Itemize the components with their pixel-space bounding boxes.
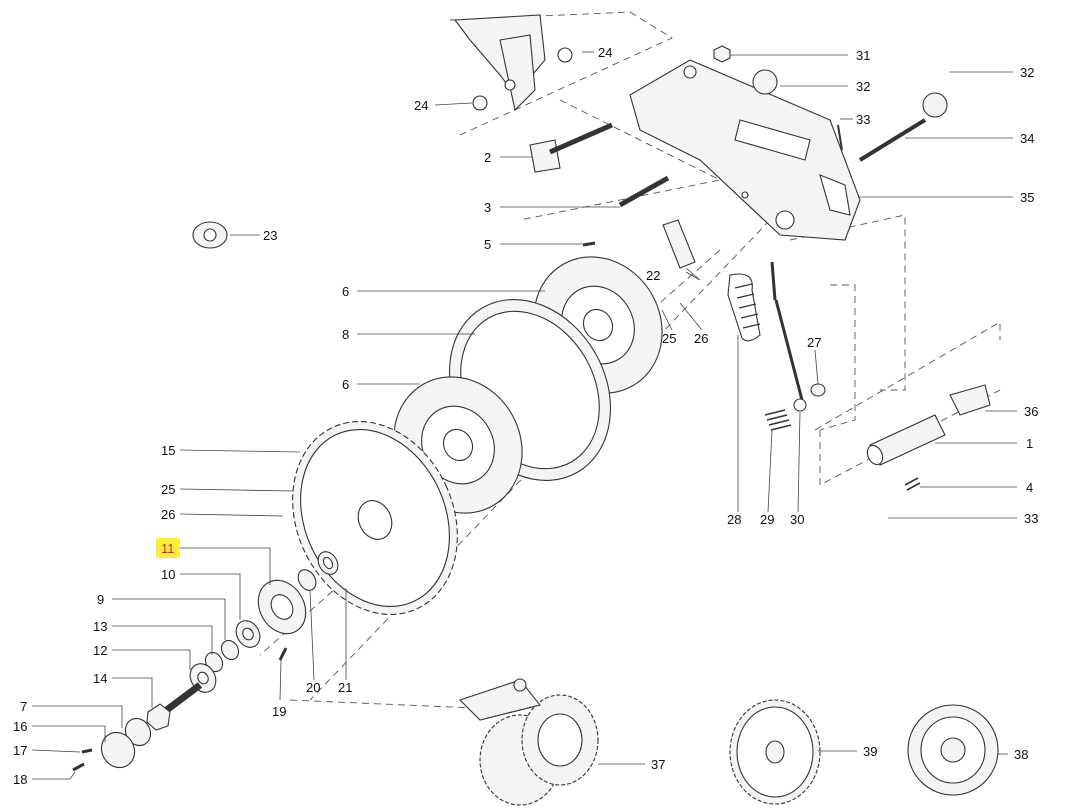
callout-30[interactable]: 30: [790, 512, 804, 527]
callout-21[interactable]: 21: [338, 680, 352, 695]
spring-part: [727, 261, 921, 491]
split-pin-part: [837, 124, 843, 151]
callout-28[interactable]: 28: [727, 512, 741, 527]
screw-part: [278, 647, 288, 661]
callout-24-top[interactable]: 24: [598, 45, 612, 60]
screw-part: [582, 241, 596, 247]
bearing-part: [189, 620, 261, 693]
callout-17[interactable]: 17: [13, 743, 27, 758]
callout-38[interactable]: 38: [1014, 747, 1028, 762]
callout-9[interactable]: 9: [97, 592, 104, 607]
callout-23[interactable]: 23: [263, 228, 277, 243]
callout-25-right[interactable]: 25: [662, 331, 676, 346]
callout-1[interactable]: 1: [1026, 436, 1033, 451]
callout-29[interactable]: 29: [760, 512, 774, 527]
callout-33-bottom[interactable]: 33: [1024, 511, 1038, 526]
callout-3[interactable]: 3: [484, 200, 491, 215]
axle-part: [146, 682, 203, 731]
callout-7[interactable]: 7: [20, 699, 27, 714]
callout-24-left[interactable]: 24: [414, 98, 428, 113]
bracket-part: [662, 219, 696, 269]
callout-2[interactable]: 2: [484, 150, 491, 165]
callout-12[interactable]: 12: [93, 643, 107, 658]
callout-31[interactable]: 31: [856, 48, 870, 63]
bushing-part: [810, 383, 991, 416]
callout-8[interactable]: 8: [342, 327, 349, 342]
callout-27[interactable]: 27: [807, 335, 821, 350]
callout-10[interactable]: 10: [161, 567, 175, 582]
tube-part: [866, 414, 946, 466]
hub-assembly-part: [192, 221, 228, 249]
callout-32-left[interactable]: 32: [856, 79, 870, 94]
frame-arm-part: [629, 59, 861, 241]
callout-26-right[interactable]: 26: [694, 331, 708, 346]
pin-part: [618, 175, 670, 208]
leader-lines: [31, 51, 1017, 780]
knob-part: [752, 69, 948, 162]
callout-18[interactable]: 18: [13, 772, 27, 787]
callout-33-top[interactable]: 33: [856, 112, 870, 127]
callout-6-rear[interactable]: 6: [342, 284, 349, 299]
callout-15[interactable]: 15: [161, 443, 175, 458]
disc-thumbnail-part: [907, 704, 999, 796]
callout-19[interactable]: 19: [272, 704, 286, 719]
frame-linkage-part: [453, 14, 573, 112]
hub-cap-part: [72, 717, 152, 772]
callout-20[interactable]: 20: [306, 680, 320, 695]
callout-39[interactable]: 39: [863, 744, 877, 759]
rod-part: [774, 299, 807, 412]
highlighted-callout-marker: [156, 538, 180, 558]
callout-6-front[interactable]: 6: [342, 377, 349, 392]
callout-13[interactable]: 13: [93, 619, 107, 634]
seal-part: [297, 551, 339, 591]
assembly-thumbnail-part: [458, 678, 599, 806]
callout-4[interactable]: 4: [1026, 480, 1033, 495]
callout-14[interactable]: 14: [93, 671, 107, 686]
callout-36[interactable]: 36: [1024, 404, 1038, 419]
callout-32-right[interactable]: 32: [1020, 65, 1034, 80]
callout-16[interactable]: 16: [13, 719, 27, 734]
callout-25-left[interactable]: 25: [161, 482, 175, 497]
callout-34[interactable]: 34: [1020, 131, 1034, 146]
callout-37[interactable]: 37: [651, 757, 665, 772]
callout-26-left[interactable]: 26: [161, 507, 175, 522]
bearing-housing-part: [257, 579, 307, 635]
bolt-part: [529, 122, 613, 173]
callout-labels: 24 24 2 3 5 23 6 8 6 15 25 26 11 10 9 13…: [13, 45, 1038, 787]
callout-5[interactable]: 5: [484, 237, 491, 252]
sprocket-thumbnail-part: [729, 699, 821, 805]
callout-22[interactable]: 22: [646, 268, 660, 283]
callout-11[interactable]: 11: [161, 541, 175, 556]
nut-part: [713, 45, 731, 63]
callout-35[interactable]: 35: [1020, 190, 1034, 205]
